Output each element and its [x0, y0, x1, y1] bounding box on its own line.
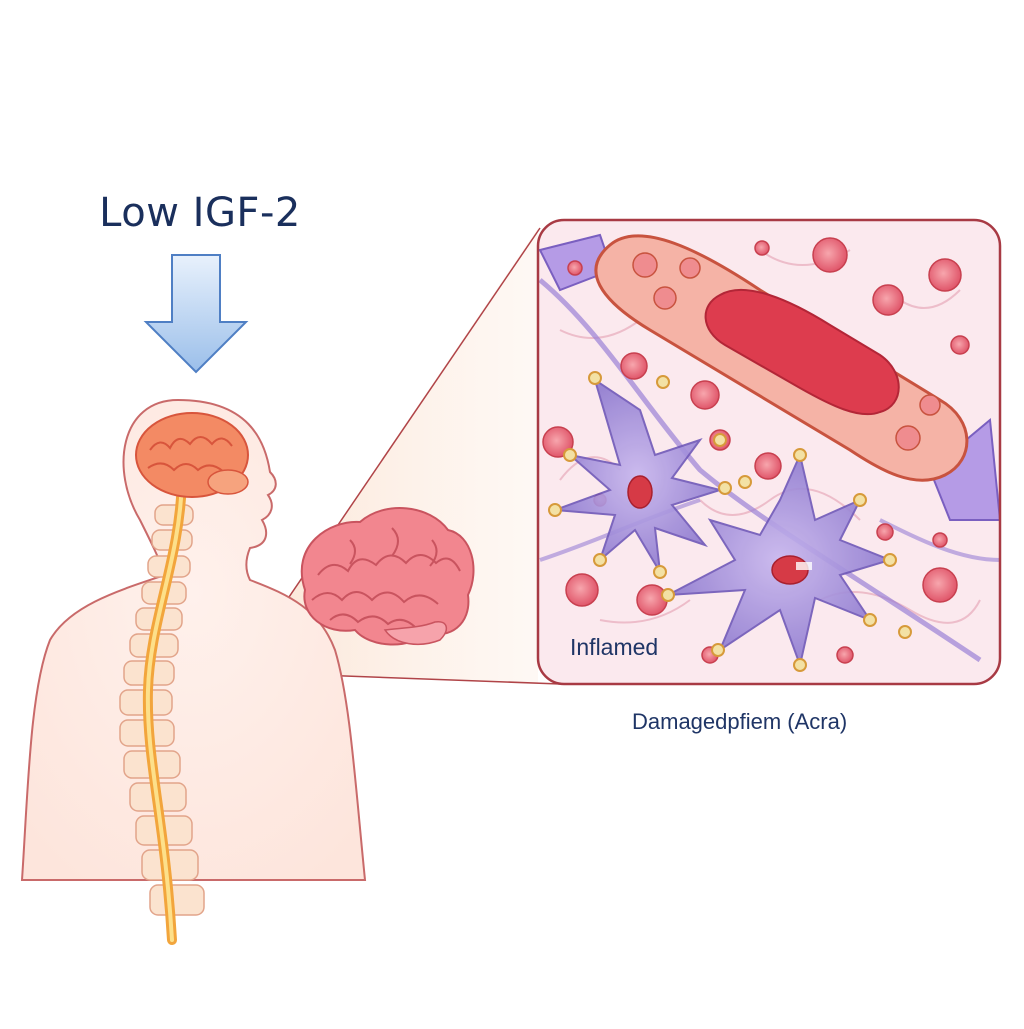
astrocyte-icon [548, 371, 732, 579]
page-title: Low IGF-2 [99, 190, 301, 236]
down-arrow-icon [143, 254, 249, 374]
astrocyte-icon [661, 448, 912, 672]
brain-icon [300, 507, 475, 646]
human-figure [20, 398, 367, 945]
inset-caption: Damagedpfiem (Acra) [632, 709, 848, 734]
inset-label: Inflamed [570, 634, 659, 660]
blood-vessel-icon [594, 234, 969, 482]
tissue-inset [536, 218, 1002, 686]
head-brain [135, 412, 249, 498]
